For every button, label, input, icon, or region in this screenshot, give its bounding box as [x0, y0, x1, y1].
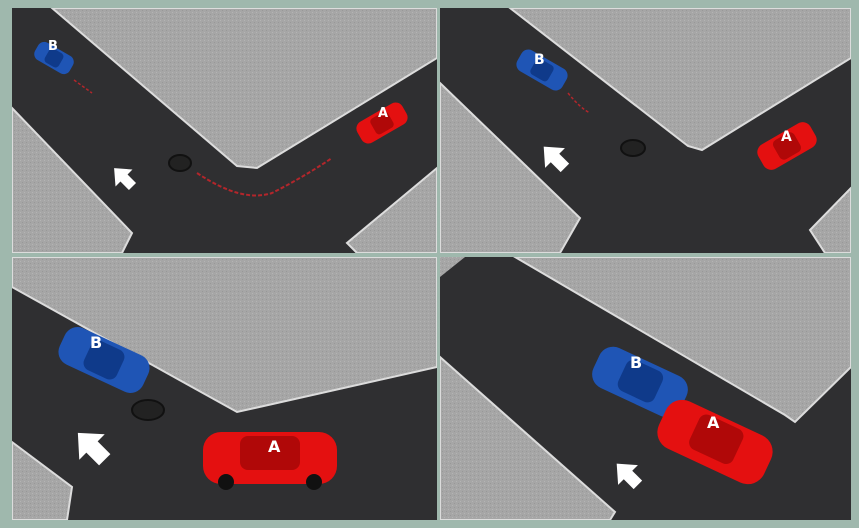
- panel-step-2: B A: [440, 8, 851, 253]
- car-b-label: B: [90, 333, 102, 352]
- panel-2-scene: B A: [440, 8, 851, 253]
- panel-4-scene: B A: [440, 257, 851, 520]
- manhole-icon: [132, 400, 164, 420]
- panel-step-4: B A: [440, 257, 851, 520]
- panel-step-3: B A: [12, 257, 437, 520]
- sidewalk-block: [440, 357, 615, 520]
- manhole-icon: [621, 140, 645, 156]
- arrow-icon: [106, 160, 141, 195]
- car-a-label: A: [378, 106, 388, 121]
- arrow-icon: [607, 454, 648, 495]
- car-b-label: B: [48, 39, 58, 54]
- arrow-icon: [534, 137, 575, 178]
- sidewalk-block: [52, 8, 437, 168]
- car-a: A: [752, 116, 820, 173]
- panel-3-scene: B A: [12, 257, 437, 520]
- manhole-icon: [169, 155, 191, 171]
- car-a: A: [203, 432, 337, 490]
- arrow-icon: [65, 420, 117, 472]
- panel-1-scene: B A: [12, 8, 437, 253]
- car-b-label: B: [630, 353, 642, 372]
- sidewalk-block: [810, 188, 851, 253]
- skid-mark: [568, 93, 590, 113]
- panel-step-1: B A: [12, 8, 437, 253]
- sidewalk-block: [12, 108, 132, 253]
- car-a-label: A: [707, 413, 720, 432]
- car-b: B: [32, 32, 81, 77]
- sidewalk-block: [12, 442, 72, 520]
- car-a-label: A: [268, 437, 281, 456]
- sidewalk-block: [347, 168, 437, 253]
- car-a-label: A: [781, 129, 792, 145]
- car-a: A: [651, 392, 779, 490]
- skid-mark: [74, 80, 92, 93]
- car-b-label: B: [534, 52, 545, 68]
- sidewalk-block: [440, 257, 465, 277]
